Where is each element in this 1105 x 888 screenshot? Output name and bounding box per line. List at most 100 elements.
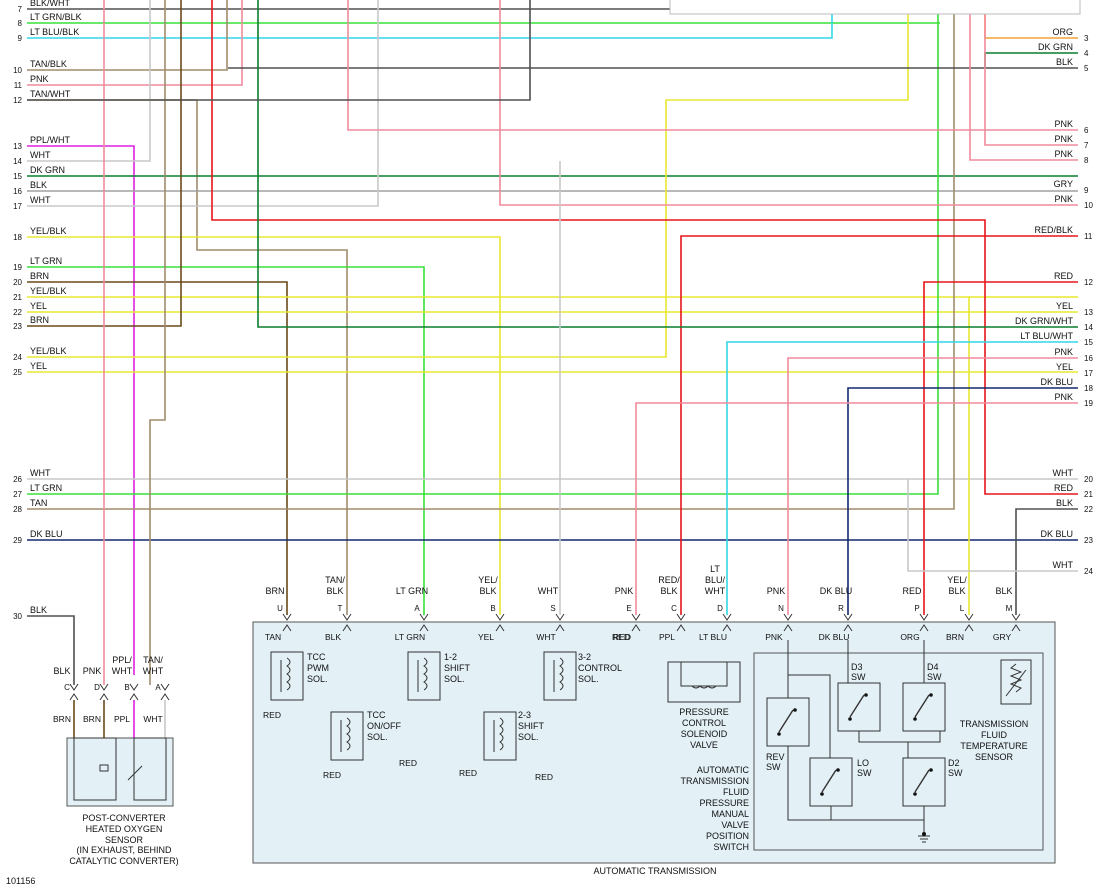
left-wire-label: BRN [30,271,49,281]
left-wire-label: YEL [30,361,47,371]
right-wire-label: YEL [1056,301,1073,311]
right-wire-number: 21 [1084,490,1093,499]
wire-blk-30 [27,615,75,685]
lo-switch-blade [821,769,837,793]
right-wire-number: 14 [1084,323,1093,332]
o2-pin-inner-label: WHT [143,714,162,724]
right-wire-number: 24 [1084,567,1093,576]
connector-pin [964,624,974,632]
connector-pin [282,613,292,621]
connector-pin-label: P [914,604,919,613]
pin-inner-label: PNK [765,632,783,642]
right-wire-number: 5 [1084,64,1089,73]
left-wire-label: YEL/BLK [30,286,67,296]
left-wire-number: 13 [13,142,22,151]
d3-switch-contact [864,693,868,697]
left-wire-label: PNK [30,74,49,84]
tcc-onoff-solenoid-coil [346,717,351,751]
pin-wire-label: YEL/BLK [478,575,498,596]
o2-pin-label: A [155,683,161,692]
left-wire-label: BLK/WHT [30,0,71,8]
right-wire-label: PNK [1054,119,1073,129]
connector-pin-label: A [414,604,420,613]
connector-pin [555,624,565,632]
o2-connector-pin [69,693,79,701]
right-wire-label: BLK [1056,57,1073,67]
connector-pin-label: N [778,604,784,613]
pin-inner-label: YEL [478,632,494,642]
left-wire-number: 23 [13,322,22,331]
connector-pin [631,613,641,621]
left-wire-label: DK BLU [30,529,63,539]
wire-pnk-6 [347,0,1078,131]
left-wire-label: LT GRN/BLK [30,12,82,22]
pin-wire-label: YEL/BLK [947,575,967,596]
connector-pin [1011,613,1021,621]
left-wire-number: 8 [18,19,23,28]
left-wire-number: 20 [13,278,22,287]
ground-node [922,832,926,836]
red-wire-label: RED [323,770,341,780]
wire-pnk-7 [984,0,1078,146]
o2-heater-element [73,737,117,801]
left-wire-label: YEL/BLK [30,226,67,236]
wire-layer [27,0,1078,813]
control-32-solenoid [543,651,577,701]
connector-pin-label: L [960,604,965,613]
wire-red-12 [923,281,1078,615]
pin-wire-label: RED/BLK [658,575,680,596]
shift-12-solenoid-coil [423,657,428,691]
o2-pin-label: D [94,683,100,692]
connector-pin [495,613,505,621]
wire-blk-12-top [27,0,531,101]
tcc-onoff-solenoid [330,711,364,761]
wire-pnk-11 [27,0,243,86]
wire-pnk-16 [787,357,1078,615]
shift-23-solenoid-coil [499,717,504,751]
left-wire-number: 15 [13,172,22,181]
pin-inner-label: LT BLU [699,632,727,642]
right-wire-number: 6 [1084,126,1089,135]
wire-dk-grn-wht-14 [257,0,1078,328]
lo-switch-contact [820,792,824,796]
right-wire-label: RED [1054,271,1074,281]
wire-lt-grn-27 [27,0,939,495]
o2-pin-wire-label: TAN/WHT [143,655,164,676]
left-wire-label: DK GRN [30,165,65,175]
connector-pin [676,613,686,621]
left-wire-number: 19 [13,263,22,272]
rev-switch-blade [778,709,794,733]
connector-pin [783,613,793,621]
left-wire-label: LT GRN [30,256,62,266]
o2-connector-pin [129,683,139,691]
right-wire-label: DK GRN/WHT [1015,316,1073,326]
wire-brn-20 [27,281,288,615]
left-wire-number: 28 [13,505,22,514]
wire-pnk-10 [499,0,1078,206]
right-wire-number: 8 [1084,156,1089,165]
right-wire-label: PNK [1054,347,1073,357]
right-wire-number: 11 [1084,232,1093,241]
left-wire-number: 30 [13,612,22,621]
left-wire-label: YEL/BLK [30,346,67,356]
component-layer [66,0,1081,864]
left-wire-label: WHT [30,468,51,478]
right-wire-label: BLK [1056,498,1073,508]
left-wire-label: TAN/WHT [30,89,71,99]
connector-pin [1011,624,1021,632]
right-wire-number: 12 [1084,278,1093,287]
d3-switch-contact [848,717,852,721]
o2-pin-inner-label: BRN [53,714,71,724]
pin-inner-label: LT GRN [395,632,425,642]
red-wire-label: RED [459,768,477,778]
connector-pin [555,613,565,621]
wire-yel-blk-24 [27,0,909,358]
left-wire-number: 14 [13,157,22,166]
